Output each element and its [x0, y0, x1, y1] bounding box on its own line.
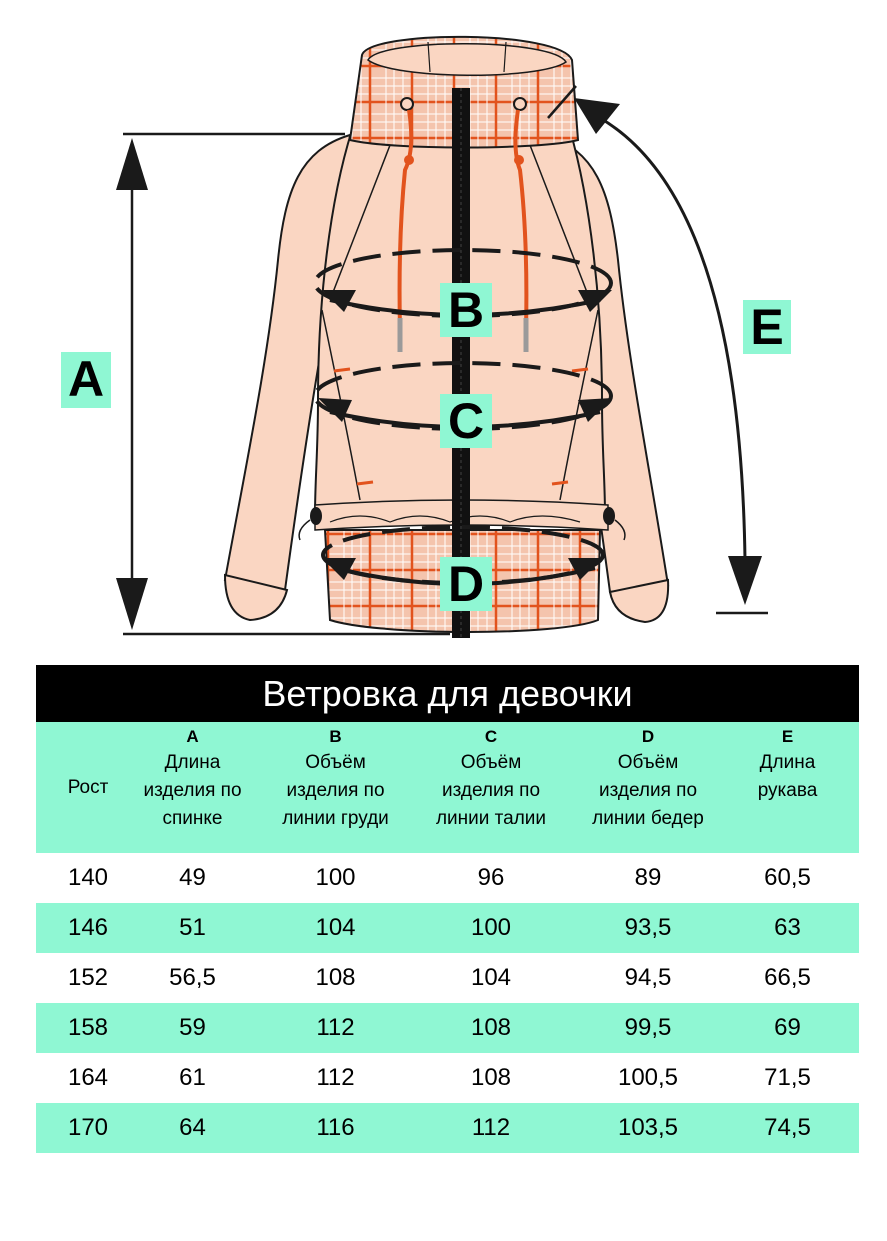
measure-label-b: B — [440, 283, 492, 337]
measure-label-e: E — [743, 300, 791, 354]
cell-e: 69 — [774, 1014, 801, 1041]
table-row: 164 61 112 108 100,5 71,5 — [36, 1053, 859, 1103]
cell-c: 96 — [477, 864, 505, 891]
cell-d: 99,5 — [624, 1014, 672, 1041]
header-b-letter: B — [329, 727, 342, 746]
header-e-letter: E — [781, 727, 794, 746]
header-d-line1: Объём — [617, 752, 679, 773]
cell-a: 56,5 — [169, 964, 216, 991]
measure-label-c: C — [440, 394, 492, 448]
cell-a: 61 — [179, 1064, 206, 1091]
cell-e: 66,5 — [764, 964, 811, 991]
measure-label-a: A — [61, 352, 111, 408]
cell-d: 100,5 — [617, 1064, 679, 1091]
table-row: 158 59 112 108 99,5 69 — [36, 1003, 859, 1053]
cell-d: 89 — [634, 864, 662, 891]
cell-c: 100 — [470, 914, 512, 941]
table-row: 152 56,5 108 104 94,5 66,5 — [36, 953, 859, 1003]
cell-a: 59 — [179, 1014, 206, 1041]
header-height: Рост — [36, 722, 140, 853]
table-row: 140 49 100 96 89 60,5 — [36, 853, 859, 903]
header-a-line2: изделия по — [143, 780, 242, 801]
header-c-line2: изделия по — [441, 780, 541, 801]
table-title: Ветровка для девочки — [36, 665, 859, 722]
cell-d: 93,5 — [624, 914, 672, 941]
header-c-line1: Объём — [460, 752, 522, 773]
cell-height: 170 — [67, 1114, 109, 1141]
cell-e: 71,5 — [764, 1064, 811, 1091]
header-b-line3: линии груди — [282, 808, 389, 829]
cell-height: 140 — [67, 864, 109, 891]
header-height-label: Рост — [67, 776, 109, 798]
right-cuff — [608, 578, 670, 624]
cell-e: 63 — [774, 914, 801, 941]
cell-e: 60,5 — [764, 864, 811, 891]
cell-b: 112 — [316, 1014, 355, 1041]
cell-height: 164 — [67, 1064, 109, 1091]
drawcord-left — [397, 109, 414, 331]
cell-height: 158 — [67, 1014, 109, 1041]
jacket-illustration — [116, 35, 768, 638]
jacket-measurement-diagram: A B C D E — [61, 35, 791, 638]
header-b: B Объём изделия по линии груди — [245, 722, 426, 853]
header-d-line2: изделия по — [598, 780, 698, 801]
header-b-line2: изделия по — [286, 780, 385, 801]
cell-a: 51 — [179, 914, 206, 941]
cell-height: 146 — [67, 914, 109, 941]
cell-a: 64 — [179, 1114, 206, 1141]
header-e: E Длина рукава — [740, 722, 835, 853]
cell-b: 100 — [315, 864, 356, 891]
zipper — [452, 88, 470, 638]
cell-c: 108 — [470, 1064, 512, 1091]
cell-c: 108 — [470, 1014, 512, 1041]
cell-e: 74,5 — [764, 1114, 811, 1141]
header-c-line3: линии талии — [435, 808, 547, 829]
header-a-letter: A — [186, 727, 199, 746]
cell-height: 152 — [67, 964, 109, 991]
header-e-line2: рукава — [757, 780, 818, 801]
header-c: C Объём изделия по линии талии — [426, 722, 556, 853]
header-e-line1: Длина — [759, 752, 816, 773]
header-d-letter: D — [641, 727, 655, 746]
cell-b: 104 — [315, 914, 356, 941]
table-row: 170 64 116 112 103,5 74,5 — [36, 1103, 859, 1153]
left-sleeve — [223, 133, 352, 592]
size-table: Ветровка для девочки Рост A Длина издели… — [36, 665, 859, 1153]
cell-d: 94,5 — [624, 964, 672, 991]
cell-d: 103,5 — [617, 1114, 679, 1141]
cell-b: 108 — [315, 964, 356, 991]
cell-b: 112 — [316, 1064, 355, 1091]
header-c-letter: C — [484, 727, 498, 746]
cell-c: 104 — [470, 964, 512, 991]
header-b-line1: Объём — [305, 752, 366, 773]
header-d-line3: линии бедер — [592, 808, 704, 829]
cell-a: 49 — [179, 864, 206, 891]
table-row: 146 51 104 100 93,5 63 — [36, 903, 859, 953]
cell-c: 112 — [471, 1114, 511, 1141]
left-cuff — [223, 573, 289, 622]
header-a-line1: Длина — [164, 752, 221, 773]
header-a: A Длина изделия по спинке — [140, 722, 245, 853]
cell-b: 116 — [316, 1114, 355, 1141]
table-header-row: Рост A Длина изделия по спинке B Объём и… — [36, 722, 859, 853]
drawcord-right — [513, 109, 529, 331]
measure-label-d: D — [440, 557, 492, 611]
header-a-line3: спинке — [162, 808, 223, 829]
header-d: D Объём изделия по линии бедер — [556, 722, 740, 853]
